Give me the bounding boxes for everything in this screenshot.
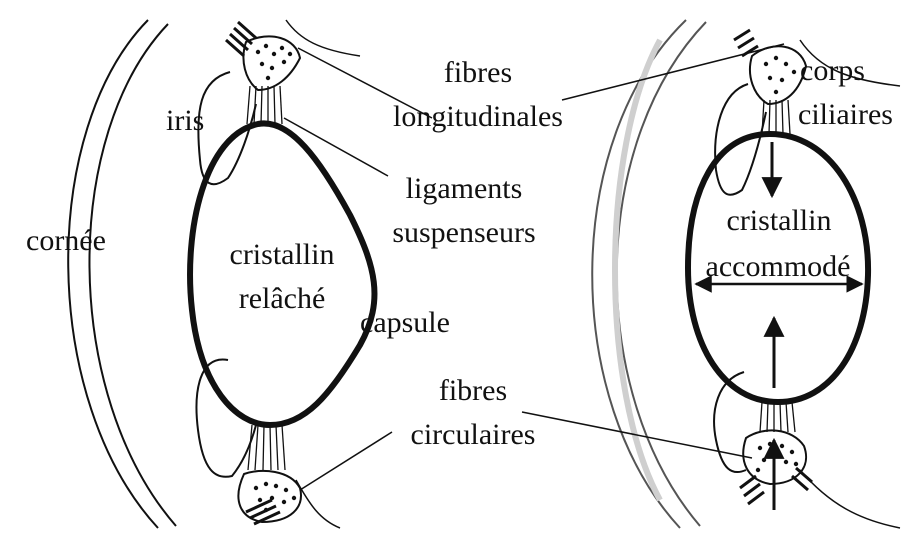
label-capsule: capsule — [360, 306, 450, 340]
label-fibres-longitudinales-line2: longitudinales — [376, 100, 580, 134]
left-sclera-lower — [296, 480, 340, 528]
label-ligaments-line2: suspenseurs — [376, 216, 552, 250]
label-ligaments-line1: ligaments — [376, 172, 552, 206]
right-ligaments-upper — [762, 100, 790, 134]
label-cristallin-accommode-line2: accommodé — [686, 250, 870, 284]
label-cristallin-accommode-line1: cristallin — [696, 204, 862, 238]
label-fibres-circulaires-line2: circulaires — [388, 418, 558, 452]
leader-fibres-circulaires-left — [300, 432, 392, 490]
right-sclera-lower — [800, 470, 900, 528]
left-ciliary-body-upper — [243, 36, 300, 90]
label-cristallin-relache-line2: relâché — [214, 282, 350, 316]
right-ciliary-body-upper — [750, 46, 806, 104]
left-eye — [68, 20, 374, 528]
left-cornea-outer — [68, 20, 158, 528]
label-corps-ciliaires-line1: corps — [800, 54, 865, 88]
left-ciliary-body-lower — [238, 471, 301, 522]
left-lens-capsule — [190, 123, 374, 425]
left-cornea-inner — [89, 24, 176, 526]
label-corps-ciliaires-line2: ciliaires — [798, 98, 893, 132]
label-iris: iris — [166, 104, 204, 138]
leader-ligaments — [284, 118, 388, 176]
label-cornee: cornée — [26, 224, 106, 258]
label-fibres-longitudinales-line1: fibres — [376, 56, 580, 90]
label-fibres-circulaires-line1: fibres — [388, 374, 558, 408]
label-cristallin-relache-line1: cristallin — [214, 238, 350, 272]
right-ligaments-lower — [760, 402, 795, 432]
